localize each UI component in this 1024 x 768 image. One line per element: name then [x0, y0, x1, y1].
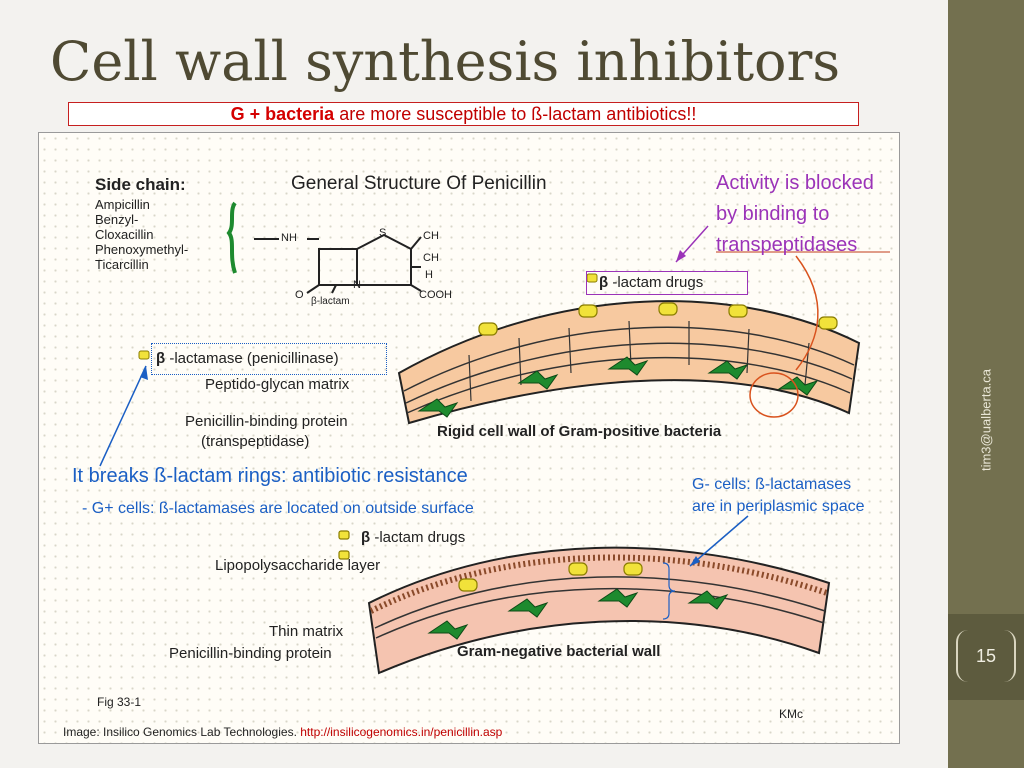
side-chain-4: Ticarcillin — [95, 257, 149, 272]
gram-positive-wall — [397, 300, 861, 425]
chem-nh: NH — [281, 232, 297, 244]
gram-negative-label: Gram-negative bacterial wall — [457, 643, 661, 660]
structure-title: General Structure Of Penicillin — [291, 173, 547, 194]
page-number: 15 — [956, 630, 1016, 682]
side-chain-2: Cloxacillin — [95, 227, 154, 242]
side-chain-1: Benzyl- — [95, 212, 139, 227]
binding-circle — [749, 372, 799, 418]
chem-h: H — [425, 269, 433, 281]
fig-ref: Fig 33-1 — [97, 695, 142, 709]
drug-molecules — [478, 302, 838, 336]
penicillin-structure — [226, 201, 422, 294]
page-number-panel — [948, 614, 1024, 700]
beta-lactam-drugs-2: -lactam drugs — [374, 529, 466, 546]
credit-text: Image: Insilico Genomics Lab Technologie… — [63, 725, 301, 739]
subtitle-box: G + bacteria are more susceptible to ß-l… — [68, 102, 859, 126]
side-chain-3: Phenoxymethyl- — [95, 242, 189, 257]
gneg-line-1: G- cells: ß-lactamases — [692, 476, 852, 493]
pbp-label: Penicillin-binding protein — [185, 413, 348, 430]
slide-title: Cell wall synthesis inhibitors — [50, 30, 841, 93]
gneg-line-2: are in periplasmic space — [692, 498, 865, 515]
gram-positive-label: Rigid cell wall of Gram-positive bacteri… — [437, 423, 722, 440]
side-chain-0: Ampicillin — [95, 197, 150, 212]
activity-line-2: by binding to — [716, 203, 830, 225]
sidebar: tim3@ualberta.ca 15 — [948, 0, 1024, 768]
kmc-label: KMc — [779, 707, 803, 721]
peptidoglycan-label: Peptido-glycan matrix — [205, 376, 350, 393]
chem-o: O — [295, 289, 304, 301]
activity-line-1: Activity is blocked — [716, 172, 874, 194]
side-chain-list: Ampicillin Benzyl- Cloxacillin Phenoxyme… — [95, 197, 188, 272]
breaks-note: It breaks ß-lactam rings: antibiotic res… — [72, 465, 468, 487]
chem-blactam: β-lactam — [311, 296, 350, 307]
beta-symbol-3: β — [361, 529, 371, 546]
subtitle-rest: are more susceptible to ß-lactam antibio… — [334, 104, 697, 124]
gpos-note: - G+ cells: ß-lactamases are located on … — [82, 500, 474, 517]
beta-lactamase-label: -lactamase (penicillinase) — [169, 350, 339, 367]
image-credit: Image: Insilico Genomics Lab Technologie… — [63, 725, 502, 739]
beta-lactam-drugs-2-wrap: β -lactam drugs — [361, 529, 465, 546]
pbp2-label: Penicillin-binding protein — [169, 645, 332, 662]
side-chain-title: Side chain: — [95, 175, 186, 194]
credit-link[interactable]: http://insilicogenomics.in/penicillin.as… — [300, 725, 503, 739]
activity-line-3: transpeptidases — [716, 234, 858, 256]
beta-lactam-drugs-box: β -lactam drugs — [586, 271, 748, 295]
beta-symbol-1: β — [599, 274, 609, 291]
chem-cooh: COOH — [419, 289, 452, 301]
chem-ch1: CH — [423, 230, 439, 242]
slide: Cell wall synthesis inhibitors G + bacte… — [38, 30, 900, 744]
gram-negative-wall — [338, 530, 831, 675]
beta-symbol-2: β — [156, 350, 166, 367]
chem-ch2: CH — [423, 252, 439, 264]
chem-n: N — [353, 279, 361, 291]
chem-s: S — [379, 227, 387, 239]
lps-label: Lipopolysaccharide layer — [215, 557, 381, 574]
activity-note: Activity is blocked by binding to transp… — [716, 168, 874, 261]
sidebar-email: tim3@ualberta.ca — [978, 368, 994, 472]
beta-lactam-drugs-1: -lactam drugs — [612, 274, 704, 291]
penicillin-figure: Side chain: Ampicillin Benzyl- Cloxacill… — [38, 132, 900, 744]
gneg-note: G- cells: ß-lactamases are in periplasmi… — [692, 474, 865, 518]
thin-matrix-label: Thin matrix — [269, 623, 344, 640]
transpeptidase-label: (transpeptidase) — [201, 433, 310, 450]
subtitle-bold: G + bacteria — [230, 104, 335, 124]
beta-lactamase-box: β -lactamase (penicillinase) — [151, 343, 387, 375]
pbp-proteins — [417, 356, 819, 418]
